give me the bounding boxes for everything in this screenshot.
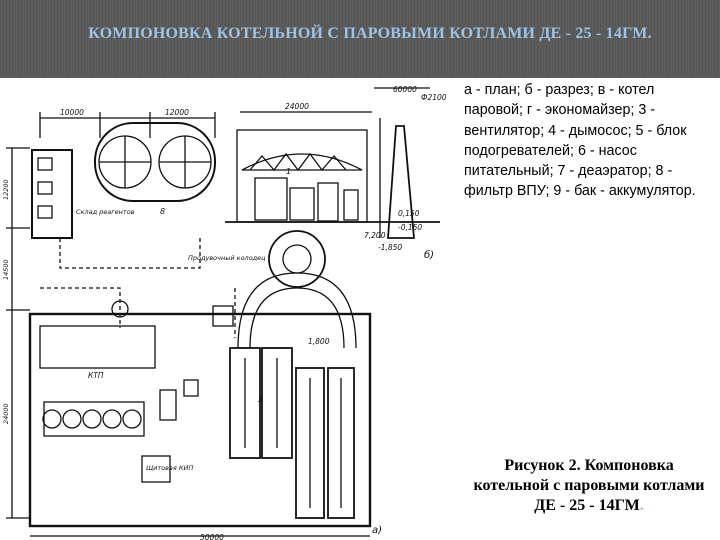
- dim-text: 24000: [285, 102, 309, 111]
- kip-room: [141, 455, 171, 483]
- callout-label: 8: [160, 207, 165, 216]
- ktp-label: КТП: [88, 371, 104, 380]
- reagent-storage: [31, 149, 73, 239]
- slide-title: КОМПОНОВКА КОТЕЛЬНОЙ С ПАРОВЫМИ КОТЛАМИ …: [88, 25, 652, 42]
- caption-text: Рисунок 2. Компоновка котельной с паровы…: [473, 457, 705, 514]
- dim-text: 12000: [165, 108, 189, 117]
- blowdown-well: [212, 305, 234, 327]
- dim-text: 12200: [2, 179, 10, 200]
- callout-label: 3: [258, 395, 263, 404]
- dim-text: 1,800: [308, 337, 330, 346]
- main-plan: [28, 312, 372, 528]
- dim-text: 50000: [200, 533, 224, 540]
- chimney: [387, 125, 415, 239]
- blowdown-label: Продувочный колодец: [188, 254, 266, 262]
- boiler-1: [229, 347, 261, 459]
- elevation-text: 0,150: [398, 209, 420, 218]
- elevation-text: 7,200: [364, 231, 386, 240]
- boiler-2: [261, 347, 293, 459]
- dim-text: 14500: [2, 259, 10, 280]
- view-label-b: б): [424, 249, 434, 261]
- caption-dot: .: [639, 497, 644, 514]
- kip-label: Щитовая КИП: [146, 464, 193, 472]
- elevation-text: -1,850: [378, 243, 402, 252]
- dim-text: Ф2100: [421, 93, 447, 102]
- engineering-drawing: 10000 12000 24000 60000 Ф2100 50000 7,20…: [0, 78, 455, 540]
- view-label-a: а): [372, 525, 382, 536]
- legend-text: а - план; б - разрез; в - котел паровой;…: [464, 82, 696, 200]
- vpu-filters: [94, 122, 216, 202]
- dim-text: 60000: [393, 85, 417, 94]
- dim-text: 24000: [2, 403, 10, 424]
- boiler-house-layout-drawing: 10000 12000 24000 60000 Ф2100 50000 7,20…: [2, 85, 447, 540]
- dim-text: 10000: [60, 108, 84, 117]
- deaerator: [268, 230, 326, 288]
- legend-panel: [455, 78, 720, 540]
- section-view: [236, 129, 368, 223]
- boiler-4: [327, 367, 355, 519]
- boiler-3: [295, 367, 325, 519]
- elevation-text: -0,150: [398, 223, 422, 232]
- storage-label: Склад реагентов: [76, 208, 135, 216]
- callout-label: 1: [286, 167, 291, 176]
- figure-caption: Рисунок 2. Компоновка котельной с паровы…: [468, 456, 710, 516]
